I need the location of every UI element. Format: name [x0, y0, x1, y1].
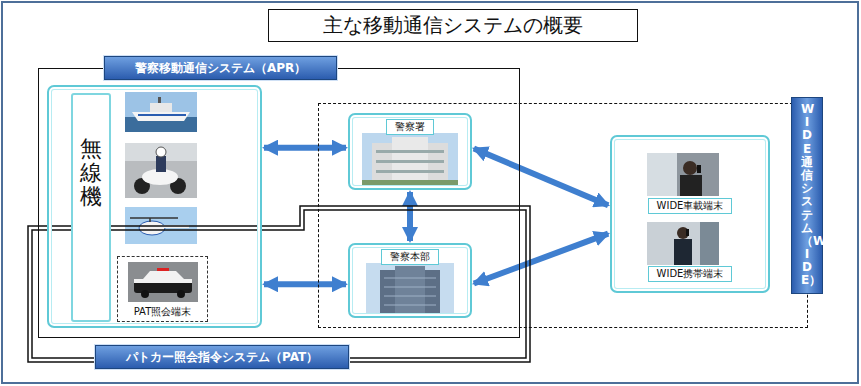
headquarters-photo [366, 263, 454, 313]
facility-label: 警察本部 [381, 249, 439, 265]
terminal-group: WIDE車載端末 WIDE携帯端末 [610, 135, 770, 293]
facility-box: 警察本部 [348, 243, 472, 318]
terminal-label: WIDE車載端末 [648, 198, 733, 214]
system-label: WIDE通信システム（WIDE） [791, 97, 823, 294]
building-photo [362, 133, 458, 185]
car-terminal-photo [647, 153, 719, 196]
double-arrow [264, 281, 346, 287]
system-label: パトカー照会指令システム（PAT） [95, 345, 349, 369]
terminal-label: PAT照会端末 [132, 306, 194, 318]
double-arrow [474, 234, 608, 284]
terminal-box: PAT照会端末 [117, 256, 208, 322]
facility-box: 警察署 [348, 113, 472, 190]
boat-photo [125, 92, 197, 132]
title: 主な移動通信システムの概要 [268, 9, 638, 42]
terminal-label: WIDE携帯端末 [648, 266, 733, 282]
device-group: 無線機 PAT照会端末 [47, 85, 262, 328]
facility-label: 警察署 [386, 119, 434, 135]
portable-terminal-photo [647, 222, 719, 265]
double-arrow [264, 145, 346, 151]
double-arrow [407, 192, 413, 241]
motorbike-photo [125, 143, 197, 198]
patrol-car-photo [128, 262, 198, 302]
double-arrow [474, 148, 608, 205]
system-label: 警察移動通信システム（APR） [104, 56, 337, 80]
group-label: 無線機 [80, 137, 102, 210]
